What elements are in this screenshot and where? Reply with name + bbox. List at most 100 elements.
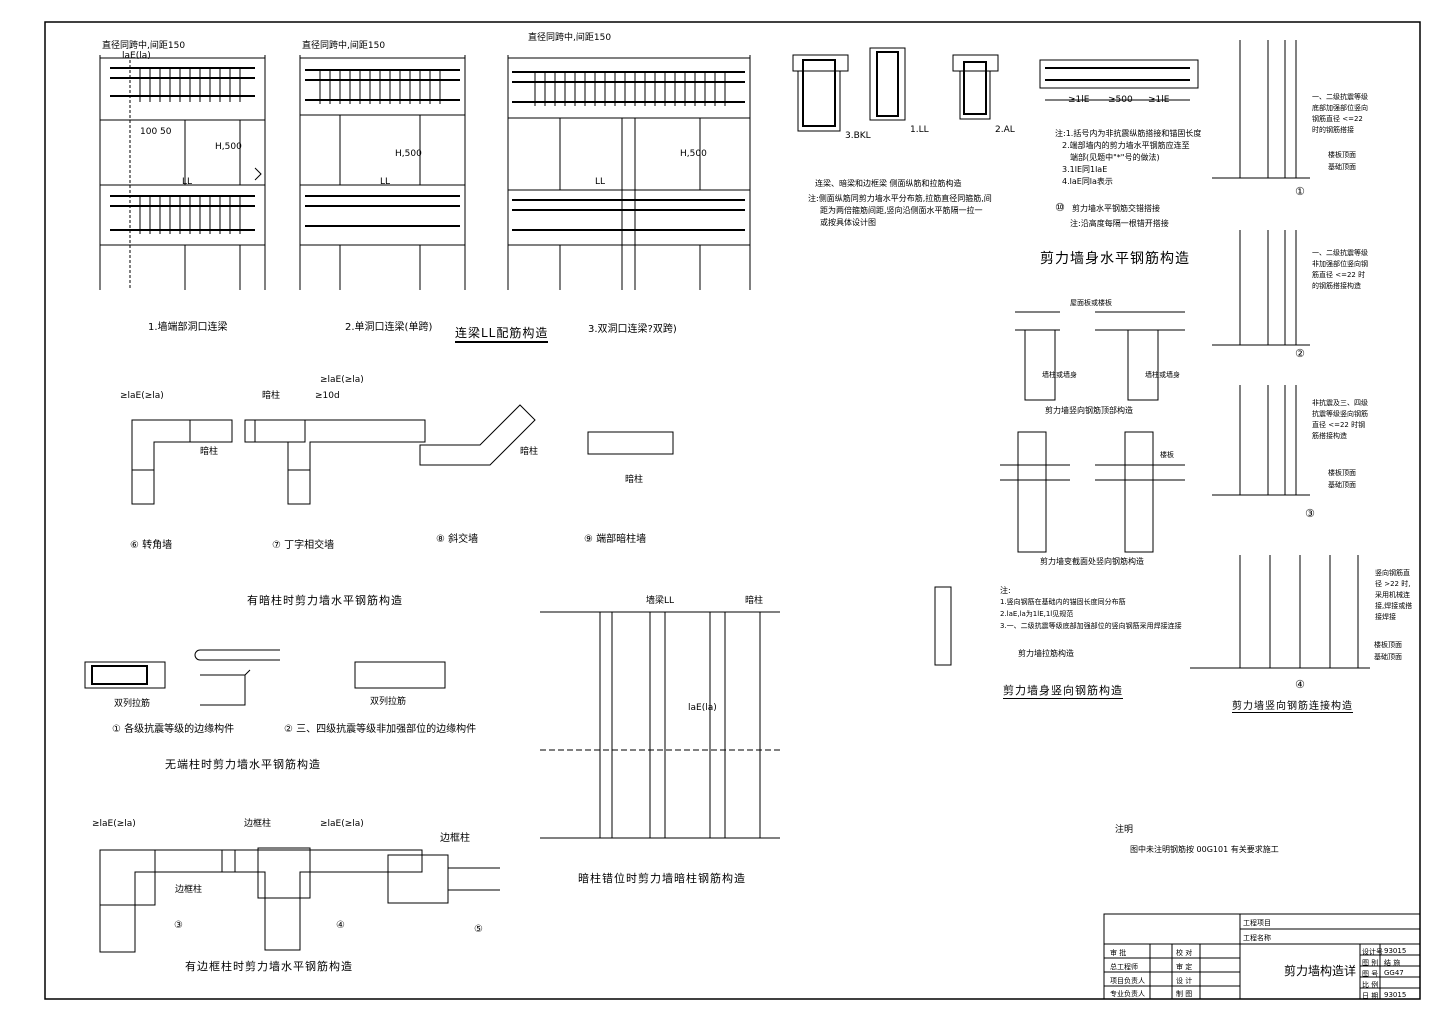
hl-item-sub: 注:沿高度每隔一根错开搭接 — [1070, 219, 1169, 228]
tb-row-left-3: 专业负责人 — [1110, 990, 1145, 998]
nec-section-title: 无端柱时剪力墙水平钢筋构造 — [165, 758, 321, 771]
tb-row-left-1: 总工程师 — [1110, 963, 1138, 971]
cb3-h500: H,500 — [680, 149, 707, 159]
hl-dim-1: ≥1lE — [1068, 95, 1090, 105]
bs-label-ll: 1.LL — [910, 125, 929, 135]
nec-label-1: 双列拉筋 — [114, 699, 151, 709]
nec-caption-2: ② 三、四级抗震等级非加强部位的边缘构件 — [284, 724, 477, 735]
fc-caption-5: ⑤ — [474, 924, 483, 935]
cb1-ll-label: LL — [182, 177, 193, 187]
fc-section-title: 有边框柱时剪力墙水平钢筋构造 — [185, 960, 353, 973]
hl-item-label: 剪力墙水平钢筋交错搭接 — [1072, 204, 1160, 213]
tb-row-left-2: 项目负责人 — [1110, 977, 1145, 985]
tb-name-label: 工程名称 — [1243, 934, 1271, 942]
tb-right-label-4: 日 期 — [1362, 992, 1379, 1000]
dc-lae-1: ≥laE(≥la) — [120, 391, 164, 401]
dce-label-lae: laE(la) — [688, 703, 717, 713]
tb-right-value-2: GG47 — [1384, 969, 1404, 977]
vr-subtitle-3: 剪力墙拉筋构造 — [1018, 649, 1074, 658]
fc-caption-4: ④ — [336, 920, 345, 931]
tb-row-mid-1: 审 定 — [1176, 963, 1193, 971]
tb-row-left-0: 审 批 — [1110, 949, 1127, 957]
splice-section-title: 剪力墙竖向钢筋连接构造 — [1232, 697, 1353, 713]
tb-row-mid-0: 校 对 — [1176, 949, 1193, 957]
vr-subtitle-2: 剪力墙变截面处竖向钢筋构造 — [1040, 557, 1144, 566]
splice-floor-4: 楼板顶面 — [1374, 641, 1402, 649]
cb3-ll-label: LL — [595, 177, 606, 187]
cb2-stirrup-note: 直径同跨中,间距150 — [302, 41, 386, 51]
vr-section-title: 剪力墙身竖向钢筋构造 — [1003, 684, 1123, 699]
cb2-ll-label: LL — [380, 177, 391, 187]
tb-right-value-0: 93015 — [1384, 947, 1407, 955]
tb-drawing-name: 剪力墙构造详 — [1284, 964, 1357, 978]
hl-note-5: 4.laE同la表示 — [1062, 177, 1113, 186]
dce-label-anzhu: 暗柱 — [745, 596, 764, 606]
dc-caption-8: ⑧ 斜交墙 — [436, 534, 479, 545]
tb-row-mid-2: 设 计 — [1176, 977, 1193, 985]
dc-caption-6: ⑥ 转角墙 — [130, 540, 173, 551]
dc-anzhu-4: 暗柱 — [625, 475, 644, 485]
hl-dim-3: ≥1lE — [1148, 95, 1170, 105]
bs-note-3: 或按具体设计图 — [820, 218, 876, 227]
dce-label-ll: 墙梁LL — [646, 596, 675, 606]
vr-note-3: 3.一、二级抗震等级底部加强部位的竖向钢筋采用焊接连接 — [1000, 622, 1182, 630]
vr-label-roof: 屋面板或楼板 — [1070, 299, 1112, 307]
tb-right-label-1: 图 别 — [1362, 959, 1379, 967]
cb1-lae-label: laE(la) — [122, 51, 151, 61]
vr-note-1: 1.竖向钢筋在基础内的锚固长度同分布筋 — [1000, 598, 1126, 606]
dc-anzhu-1: 暗柱 — [200, 447, 219, 457]
vr-label-wall-2: 墙柱或墙身 — [1145, 371, 1180, 379]
cb1-dim-100: 100 — [140, 127, 158, 137]
cb1-h500: H,500 — [215, 142, 242, 152]
splice-note-2: 一、二级抗震等级非加强部位竖向钢筋直径 <=22 时的钢筋搭接构造 — [1312, 249, 1368, 290]
cb-section-title: 连梁LL配筋构造 — [455, 324, 549, 343]
splice-num-4: ④ — [1295, 678, 1305, 691]
general-note-text: 图中未注明钢筋按 00G101 有关要求施工 — [1130, 845, 1279, 854]
dc-caption-7: ⑦ 丁字相交墙 — [272, 540, 335, 551]
tb-right-label-3: 比 例 — [1362, 981, 1379, 989]
vr-note-2: 2.laE,la为1lE,1l见规范 — [1000, 610, 1074, 618]
splice-num-1: ① — [1295, 185, 1305, 198]
dc-tend-1: ≥10d — [315, 391, 340, 401]
splice-note-4: 竖向钢筋直径 >22 时,采用机械连接,焊接或搭接焊接 — [1375, 569, 1413, 621]
cb-caption-1: 1.墙端部洞口连梁 — [148, 322, 228, 333]
dc-caption-9: ⑨ 端部暗柱墙 — [584, 534, 647, 545]
splice-base-3: 基础顶面 — [1328, 481, 1356, 489]
splice-note-3: 非抗震及三、四级抗震等级竖向钢筋直径 <=22 时钢筋搭接构造 — [1312, 399, 1368, 440]
bs-label-al: 2.AL — [995, 125, 1015, 135]
bs-label-bkl: 3.BKL — [845, 131, 871, 141]
dc-anzhu-2: 暗柱 — [262, 391, 281, 401]
fc-caption-3: ③ — [174, 920, 183, 931]
tb-row-mid-3: 制 图 — [1176, 990, 1193, 998]
dce-section-title: 暗柱错位时剪力墙暗柱钢筋构造 — [578, 872, 746, 885]
tb-right-label-0: 设计号 — [1362, 948, 1383, 956]
fc-bkz-2: 边框柱 — [244, 819, 272, 829]
nec-caption-1: ① 各级抗震等级的边缘构件 — [112, 724, 235, 735]
hl-section-title: 剪力墙身水平钢筋构造 — [1040, 251, 1190, 267]
fc-lae-2: ≥laE(≥la) — [320, 819, 364, 829]
fc-bkz-3: 边框柱 — [440, 833, 470, 844]
hl-note-1: 注:1.括号内为非抗震纵筋搭接和锚固长度 — [1055, 129, 1202, 138]
hl-dim-2: ≥500 — [1108, 95, 1133, 105]
splice-floor-3: 楼板顶面 — [1328, 469, 1356, 477]
hl-note-3: 端部(见题中"*"号的做法) — [1070, 153, 1160, 162]
tb-right-label-2: 图 号 — [1362, 970, 1379, 978]
hl-note-4: 3.1lE同1laE — [1062, 165, 1108, 174]
bs-note-2: 距为两倍箍筋间距,竖向沿侧面水平筋隔一拉一 — [820, 206, 983, 215]
fc-bkz-1: 边框柱 — [175, 885, 203, 895]
bs-note-1: 注:侧面纵筋同剪力墙水平分布筋,拉筋直径同箍筋,间 — [808, 194, 992, 203]
vr-subtitle-1: 剪力墙竖向钢筋顶部构造 — [1045, 406, 1133, 415]
splice-base-4: 基础顶面 — [1374, 653, 1402, 661]
vr-label-slab: 楼板 — [1160, 451, 1174, 459]
hl-note-2: 2.端部墙内的剪力墙水平钢筋应连至 — [1062, 141, 1190, 150]
tb-right-value-1: 结 施 — [1384, 959, 1401, 967]
tb-right-value-4: 93015 — [1384, 991, 1407, 999]
splice-floor-1: 楼板顶面 — [1328, 151, 1356, 159]
vr-note-0: 注: — [1000, 586, 1011, 595]
nec-label-2: 双列拉筋 — [370, 697, 407, 707]
splice-base-1: 基础顶面 — [1328, 163, 1356, 171]
vr-label-wall-1: 墙柱或墙身 — [1042, 371, 1077, 379]
splice-note-1: 一、二级抗震等级底部加强部位竖向钢筋直径 <=22 时的钢筋搭接 — [1312, 93, 1368, 134]
splice-num-2: ② — [1295, 347, 1305, 360]
